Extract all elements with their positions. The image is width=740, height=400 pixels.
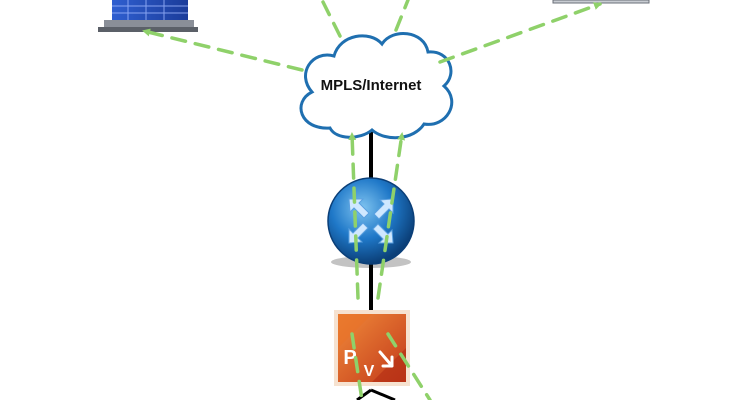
- laptop-icon: [552, 0, 650, 4]
- router-icon: [327, 177, 415, 268]
- datacenter-building-icon: [98, 0, 198, 32]
- link-appliance-right: [370, 388, 396, 400]
- traffic-flow-arrows: [142, 0, 602, 400]
- flow-arrow-top-right: [394, 0, 410, 32]
- appliance-letter-p: P: [343, 347, 356, 369]
- mpls-internet-cloud: MPLS/Internet: [299, 32, 454, 140]
- link-appliance-left: [356, 388, 372, 400]
- flow-arrow-to-datacenter: [142, 28, 304, 72]
- physical-links: [356, 132, 396, 400]
- flow-arrow-down-left: [350, 332, 364, 400]
- cloud-label: MPLS/Internet: [321, 77, 422, 94]
- pv-appliance-icon: P V: [334, 310, 410, 386]
- flow-arrow-up-left: [348, 132, 360, 300]
- flow-arrow-up-right: [376, 132, 406, 300]
- flow-arrow-down-right: [386, 332, 432, 400]
- appliance-letter-v: V: [364, 363, 375, 380]
- flow-arrow-top-left: [320, 0, 342, 38]
- flow-arrow-to-laptop: [438, 2, 602, 64]
